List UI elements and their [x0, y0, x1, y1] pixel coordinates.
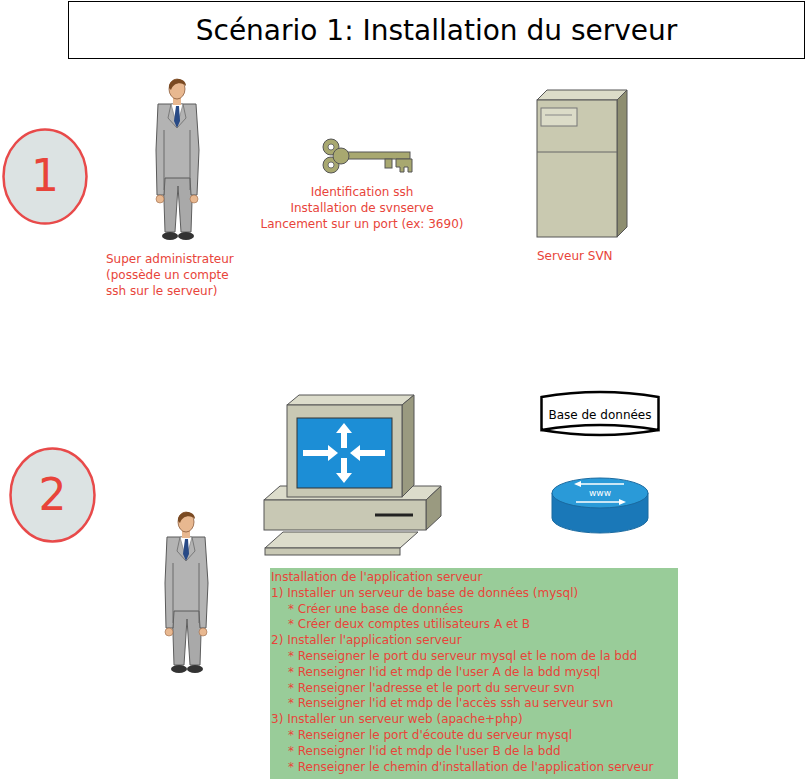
circle-shape	[4, 130, 87, 224]
text-wrap: 1	[2, 128, 88, 225]
drum-shape	[542, 392, 659, 430]
key-icon	[344, 152, 410, 159]
panel-line: * Créer deux comptes utilisateurs A et B	[270, 617, 530, 633]
workstation	[264, 500, 426, 530]
icon-text: www	[589, 487, 611, 499]
router-icon	[580, 483, 624, 485]
workstation	[264, 395, 441, 555]
router-icon	[552, 478, 648, 508]
annotation: Installation de svnserve	[290, 200, 433, 216]
diagram-title: Scénario 1: Installation du serveur	[196, 14, 678, 47]
router-icon	[574, 481, 581, 487]
panel-heading: Installation de l'application serveur	[270, 570, 482, 586]
panel-line: * Créer une base de données	[270, 602, 463, 618]
router-icon	[552, 478, 648, 533]
workstation	[303, 445, 338, 461]
workstation	[265, 532, 418, 548]
person-figure	[156, 79, 199, 240]
panel-line: 3) Installer un serveur web (apache+php)	[270, 712, 523, 728]
callout-number: 2	[39, 470, 67, 521]
panel-line: * Renseigner l'id et mdp de l'accès ssh …	[270, 696, 613, 712]
panel-line: 1) Installer un serveur de base de donné…	[270, 586, 578, 602]
person-figure	[165, 512, 208, 673]
title-frame: Scénario 1: Installation du serveur	[68, 1, 805, 59]
key-icon	[328, 162, 334, 168]
workstation	[287, 395, 414, 405]
panel-line: * Renseigner le chemin d'installation de…	[270, 760, 654, 776]
router-icon	[576, 501, 620, 503]
workstation	[426, 486, 441, 530]
server-tower	[537, 100, 617, 237]
key-icon	[328, 144, 334, 150]
step-circle: 1	[2, 128, 88, 225]
panel-line: * Renseigner le port du serveur mysql et…	[270, 649, 637, 665]
server-tower	[537, 152, 617, 153]
panel-line: * Renseigner l'id et mdp de l'user B de …	[270, 744, 561, 760]
server-tower	[545, 115, 572, 116]
text-wrap: Base de données	[540, 389, 660, 436]
server-tower	[541, 108, 577, 126]
key-icon	[385, 159, 392, 168]
annotation: Super administrateur (possède un compte …	[106, 251, 251, 299]
drum-edge	[542, 430, 659, 435]
annotation: Identification ssh	[311, 184, 414, 200]
callout-number: 1	[31, 151, 59, 202]
workstation	[375, 514, 413, 517]
server-tower	[537, 90, 627, 237]
workstation	[350, 445, 385, 461]
step-circle: 2	[9, 447, 96, 543]
panel-line: * Renseigner l'adresse et le port du ser…	[270, 681, 575, 697]
panel-line: 2) Installer l'application serveur	[270, 633, 462, 649]
text-wrap: 2	[9, 447, 96, 543]
panel-line: * Renseigner le port d'écoute du serveur…	[270, 728, 572, 744]
instruction-panel: Installation de l'application serveur1) …	[270, 568, 678, 779]
annotation: Lancement sur un port (ex: 3690)	[261, 216, 464, 232]
server-tower	[537, 90, 627, 100]
key-icon	[333, 148, 349, 164]
workstation	[297, 418, 392, 488]
key-icon	[396, 159, 412, 172]
annotation: Serveur SVN	[537, 248, 613, 264]
workstation	[336, 423, 352, 448]
workstation	[402, 395, 414, 497]
node-label: Base de données	[548, 409, 651, 423]
circle-shape	[11, 449, 95, 542]
workstation	[265, 548, 400, 555]
workstation	[336, 458, 352, 483]
database-shape: Base de données	[540, 389, 660, 436]
workstation	[287, 405, 402, 497]
server-tower	[617, 90, 627, 237]
key-icon	[323, 139, 412, 173]
panel-line: * Renseigner l'id et mdp de l'user A de …	[270, 665, 600, 681]
router-icon	[619, 499, 626, 505]
